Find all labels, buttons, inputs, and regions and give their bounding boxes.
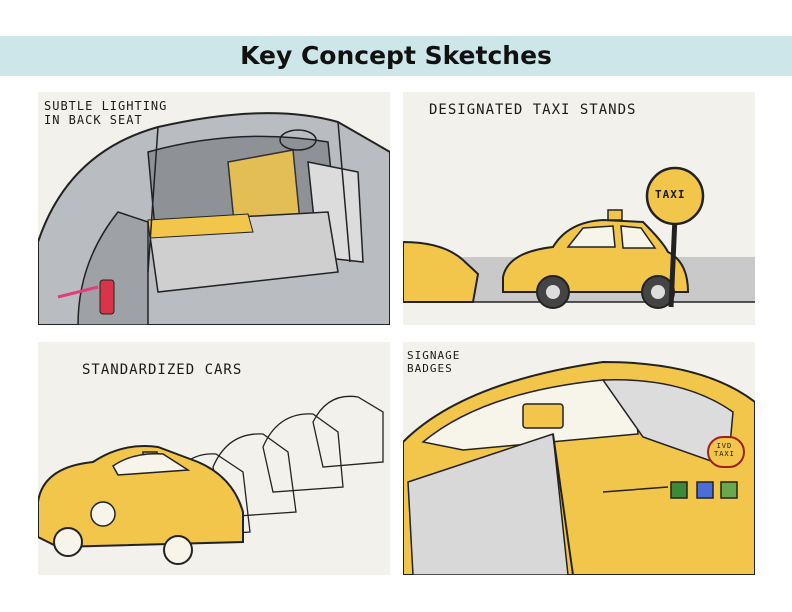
badge-text-line-2: TAXI <box>714 450 735 459</box>
taxi-stand-drawing <box>403 166 755 309</box>
badge-text-line-1: IVD <box>716 442 733 450</box>
sketch-standardized-cars: Standardized cars <box>38 342 390 575</box>
sketch-back-seat-lighting: Subtle lighting in back seat <box>38 92 390 325</box>
caption-line-2: in back seat <box>44 112 143 127</box>
title-band: Key Concept Sketches <box>0 36 792 76</box>
back-seat-drawing <box>38 112 390 325</box>
taxi-badge: IVD TAXI <box>714 442 735 458</box>
page-title: Key Concept Sketches <box>240 41 552 70</box>
caption-line-1: Signage <box>407 349 461 362</box>
caption-line-2: badges <box>407 361 453 375</box>
taxi-sign-text: TAXI <box>655 188 686 201</box>
signage-badges-drawing <box>403 360 755 575</box>
standardized-cars-drawing <box>38 395 384 565</box>
caption-line-1: Subtle lighting <box>44 99 168 113</box>
caption: Standardized cars <box>82 362 243 378</box>
sketch-signage-badges: Signage badges IVD TAXI <box>403 342 755 575</box>
sketch-taxi-stand: Designated taxi stands TAXI <box>403 92 755 325</box>
caption: Designated taxi stands <box>429 102 637 118</box>
